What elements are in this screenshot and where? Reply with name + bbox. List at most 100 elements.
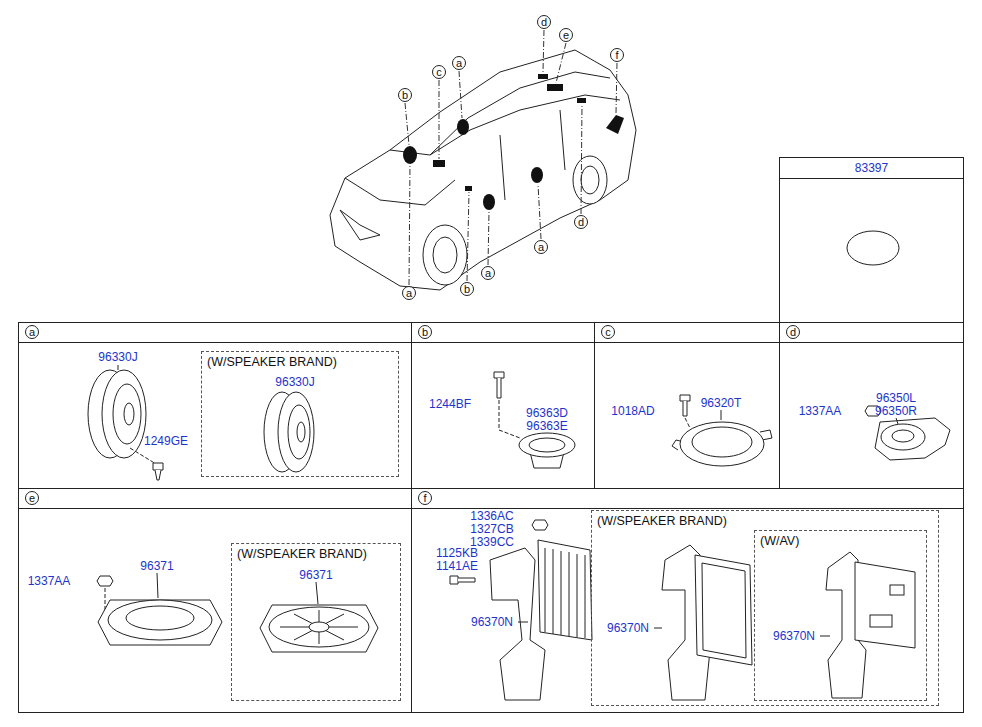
speaker-cap xyxy=(297,422,305,442)
part-number: 96330J xyxy=(275,375,314,389)
speaker-drawing xyxy=(108,600,212,640)
speaker-cone xyxy=(126,606,194,630)
leader-line xyxy=(581,104,582,214)
speaker-mark xyxy=(577,98,586,103)
nut-drawing xyxy=(532,520,548,530)
part-number: 96371 xyxy=(299,568,332,582)
speaker-cone xyxy=(692,427,752,457)
speaker-cone xyxy=(529,438,565,452)
leader-line xyxy=(896,418,898,424)
amplifier-drawing xyxy=(538,540,592,640)
car-body xyxy=(330,50,636,290)
speaker-cap xyxy=(124,403,134,425)
part-number: 1337AA xyxy=(799,404,842,418)
speaker-drawing xyxy=(278,392,314,472)
speaker-cone xyxy=(288,405,310,459)
speaker-mark xyxy=(403,146,417,164)
label-plate xyxy=(870,615,892,627)
speaker-grille xyxy=(280,610,358,644)
leader-line xyxy=(130,448,156,464)
panel-header: b xyxy=(412,323,594,343)
tweeter-housing xyxy=(875,418,950,460)
cooling-fins xyxy=(545,548,585,638)
panel-letter: c xyxy=(601,325,615,339)
speaker-drawing xyxy=(519,433,575,457)
part-number: 96320T xyxy=(701,396,742,410)
callout-letter: d xyxy=(537,15,551,29)
callout-letter: f xyxy=(610,48,624,62)
leader-line xyxy=(467,192,469,281)
leader-line xyxy=(685,418,690,428)
part-number: 96350L xyxy=(876,391,916,405)
leader-line xyxy=(820,636,830,637)
door-lines xyxy=(500,110,565,200)
connector-drawing xyxy=(890,585,904,595)
car-grille xyxy=(340,210,380,240)
part-number: 96370N xyxy=(471,615,513,629)
leader-line xyxy=(518,622,528,623)
leader-line xyxy=(538,184,541,239)
speaker-cone xyxy=(113,384,141,444)
speaker-cap xyxy=(309,622,329,632)
panel-header: a xyxy=(19,323,411,343)
leader-line xyxy=(157,573,158,598)
callout-letter: a xyxy=(534,240,548,254)
front-wheel-rim xyxy=(433,237,457,273)
part-number: 1018AD xyxy=(611,404,654,418)
leader-line xyxy=(616,63,617,113)
part-box: 83397 xyxy=(779,157,964,323)
screw-drawing xyxy=(683,401,687,416)
car-beltline xyxy=(390,95,620,155)
leader-line xyxy=(556,43,566,83)
panel-letter: b xyxy=(418,325,432,339)
leader-line xyxy=(654,628,662,629)
panel-letter: e xyxy=(25,491,39,505)
part-number: 96370N xyxy=(773,629,815,643)
rear-wheel-rim xyxy=(581,166,599,194)
option-box: (W/AV) xyxy=(754,530,927,701)
leader-line xyxy=(543,30,544,72)
speaker-mark xyxy=(433,160,445,167)
panel-letter: f xyxy=(418,491,432,505)
amplifier-drawing xyxy=(695,555,752,665)
part-number: 96350R xyxy=(875,404,917,418)
option-title: (W/AV) xyxy=(760,534,799,549)
option-title: (W/SPEAKER BRAND) xyxy=(597,514,727,529)
panel-header: f xyxy=(412,489,963,509)
panel-letter: a xyxy=(25,325,39,339)
callout-letter: b xyxy=(398,88,412,102)
callout-letter: a xyxy=(452,56,466,70)
car-roofline xyxy=(430,72,610,155)
detail-panel: e(W/SPEAKER BRAND) xyxy=(18,488,412,713)
part-number: 83397 xyxy=(855,161,888,175)
speaker-mark xyxy=(531,167,543,183)
screw-drawing xyxy=(458,578,475,582)
panel-header: 83397 xyxy=(780,158,963,179)
part-number: 96330J xyxy=(98,350,137,364)
nut-drawing xyxy=(97,576,113,586)
leader-line xyxy=(409,165,410,285)
part-number: 96371 xyxy=(140,559,173,573)
grommet-symbol xyxy=(847,231,899,265)
part-number: 96363E xyxy=(526,419,567,433)
speaker-mark xyxy=(547,84,563,91)
speaker-mark xyxy=(538,74,548,79)
part-number: 1125KB xyxy=(436,546,478,560)
av-unit-drawing xyxy=(855,562,915,648)
leader-line xyxy=(459,71,462,118)
speaker-mark xyxy=(457,119,469,135)
tweeter-dome xyxy=(892,430,914,442)
speaker-frame xyxy=(98,600,222,645)
leader-line xyxy=(721,410,722,420)
screw-drawing xyxy=(494,372,504,378)
panel-header: e xyxy=(19,489,411,509)
detail-panel: a(W/SPEAKER BRAND) xyxy=(18,322,412,489)
part-number: 96370N xyxy=(607,621,649,635)
speaker-frame xyxy=(260,605,378,652)
part-number: 1336AC xyxy=(470,509,513,523)
screw-drawing xyxy=(153,463,163,470)
screw-drawing xyxy=(155,470,161,480)
speaker-drawing xyxy=(102,370,146,458)
panel-header: c xyxy=(595,323,779,343)
rear-wheel xyxy=(573,156,607,204)
